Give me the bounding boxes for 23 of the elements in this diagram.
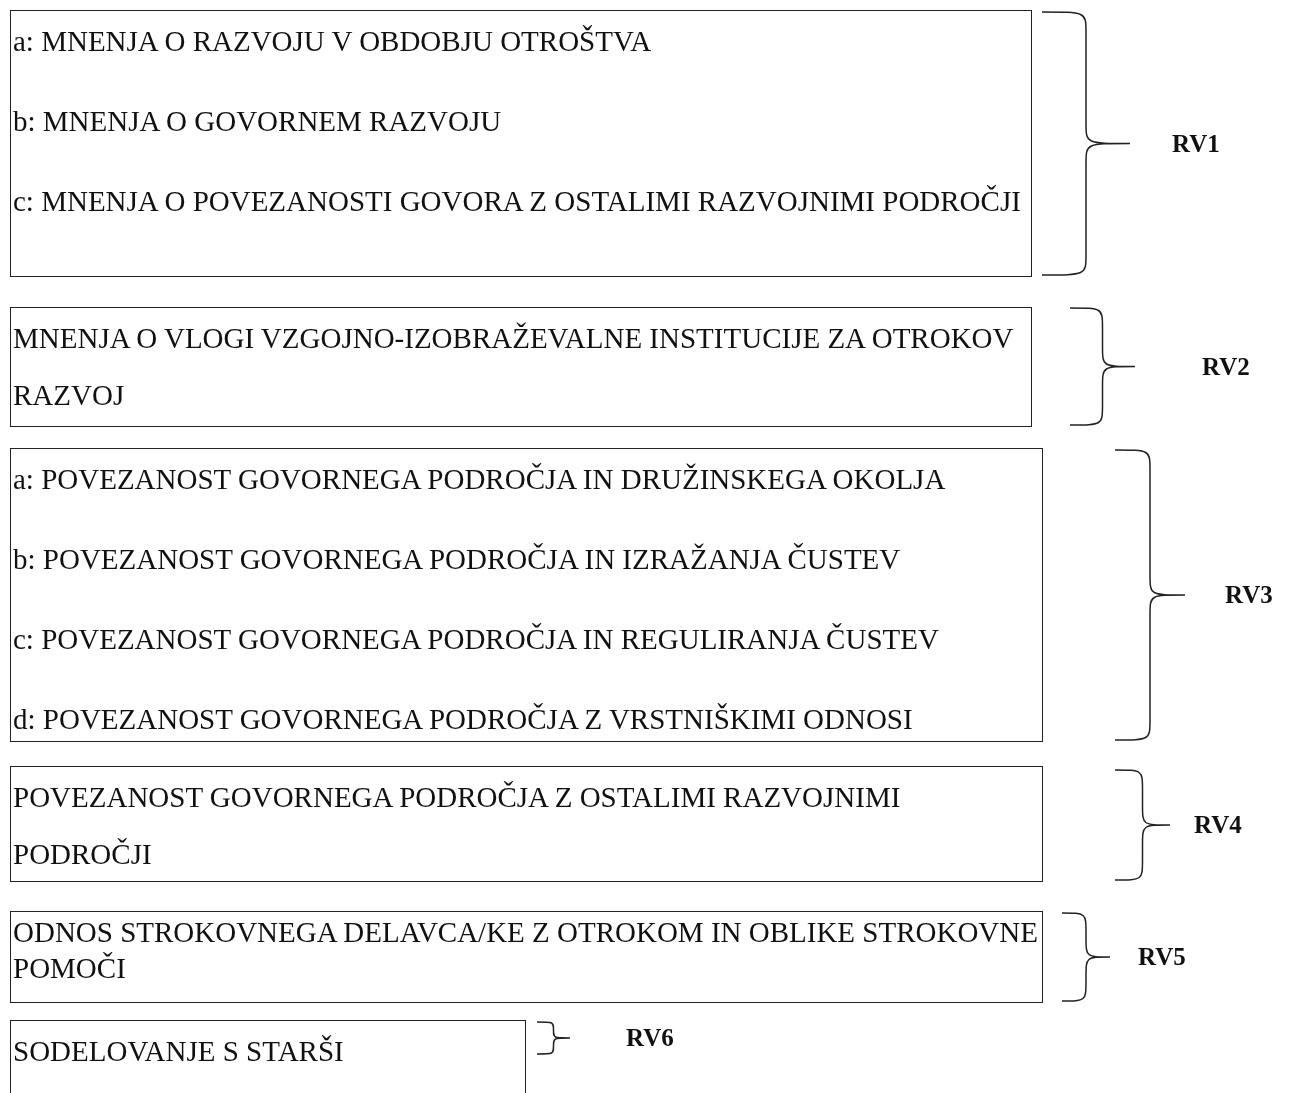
box-text: ODNOS STROKOVNEGA DELAVCA/KE Z OTROKOM IN OBLIKE STROKOVNE POMOČI bbox=[13, 915, 1038, 986]
text-box bbox=[10, 10, 1032, 277]
text-box bbox=[10, 911, 1043, 1003]
box-text: c: POVEZANOST GOVORNEGA PODROČJA IN REGULIRANJA ČUSTEV bbox=[13, 622, 940, 657]
box-text: POVEZANOST GOVORNEGA PODROČJA Z OSTALIMI RAZVOJNIMI PODROČJI bbox=[13, 780, 902, 872]
box-text: b: MNENJA O GOVORNEM RAZVOJU bbox=[13, 104, 503, 139]
group-label: RV6 bbox=[626, 1024, 674, 1052]
text-box bbox=[10, 448, 1043, 742]
box-text: a: POVEZANOST GOVORNEGA PODROČJA IN DRUŽINSKEGA OKOLJA bbox=[13, 462, 947, 497]
box-text: c: MNENJA O POVEZANOSTI GOVORA Z OSTALIMI RAZVOJNIMI PODROČJI bbox=[13, 184, 1022, 219]
text-box bbox=[10, 307, 1032, 427]
group-label: RV4 bbox=[1194, 811, 1242, 839]
text-box bbox=[10, 1020, 526, 1093]
box-text: d: POVEZANOST GOVORNEGA PODROČJA Z VRSTNIŠKIMI ODNOSI bbox=[13, 702, 914, 737]
box-text: SODELOVANJE S STARŠI bbox=[13, 1034, 345, 1069]
box-text: MNENJA O VLOGI VZGOJNO-IZOBRAŽEVALNE INSTITUCIJE ZA OTROKOV RAZVOJ bbox=[13, 321, 1014, 413]
group-label: RV5 bbox=[1138, 943, 1186, 971]
box-text: a: MNENJA O RAZVOJU V OBDOBJU OTROŠTVA bbox=[13, 24, 653, 59]
text-box bbox=[10, 766, 1043, 882]
group-label: RV1 bbox=[1172, 129, 1220, 158]
group-label: RV2 bbox=[1202, 352, 1250, 381]
box-text: b: POVEZANOST GOVORNEGA PODROČJA IN IZRAŽANJA ČUSTEV bbox=[13, 542, 902, 577]
group-label: RV3 bbox=[1225, 581, 1273, 609]
